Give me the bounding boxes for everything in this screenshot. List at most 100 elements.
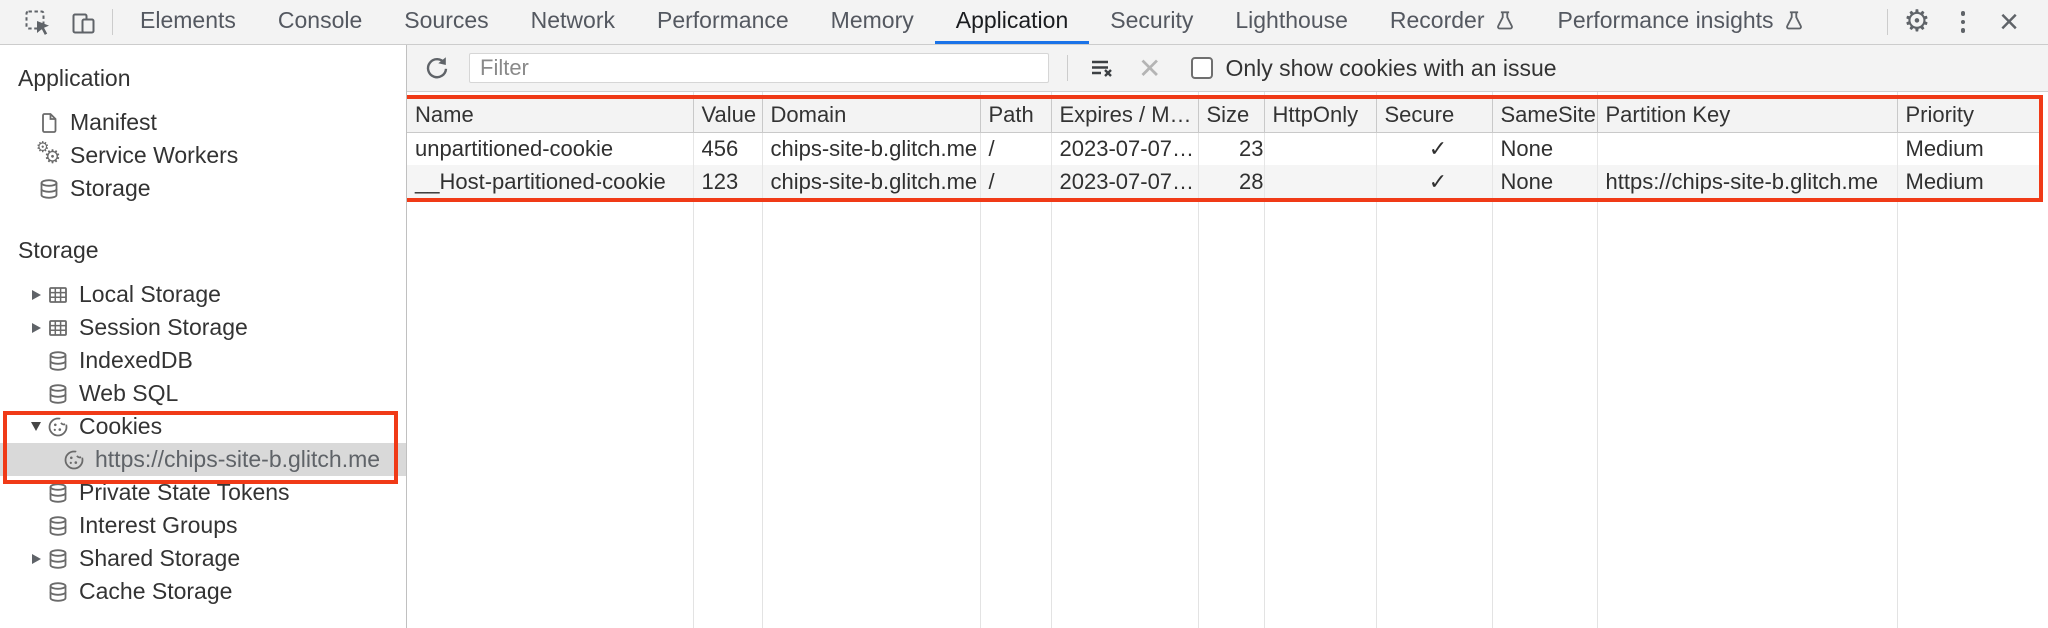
cell-priority: Medium [1897,165,2039,198]
cell-expires: 2023-07-07… [1051,165,1199,198]
sidebar-item-manifest[interactable]: Manifest [0,106,406,139]
experiment-flask-icon [1783,9,1805,33]
cell-priority: Medium [1905,135,1984,161]
column-header-secure[interactable]: Secure [1376,99,1493,133]
refresh-icon[interactable] [417,48,457,88]
sidebar-item-label: Service Workers [70,142,239,168]
tab-sources[interactable]: Sources [404,7,489,33]
cell-domain: chips-site-b.glitch.me [762,132,981,165]
cookies-grid-area: Name Value Domain Path Expires / M… Size… [407,92,2048,628]
sidebar-item-storage[interactable]: Storage [0,172,406,205]
sidebar-item-session-storage[interactable]: Session Storage [0,311,406,344]
grid-column-line [1376,92,1377,628]
column-header-expires[interactable]: Expires / M… [1051,99,1199,133]
sidebar-item-label: Manifest [70,109,157,135]
tab-lighthouse[interactable]: Lighthouse [1235,7,1348,33]
tab-network[interactable]: Network [530,7,615,33]
sidebar-item-label: Interest Groups [79,512,238,538]
sidebar-item-cache-storage[interactable]: Cache Storage [0,575,406,608]
cell-secure-checkmark: ✓ [1376,165,1493,198]
grid-column-line [1897,92,1898,628]
gears-icon: ⚙⚙ [36,138,62,168]
column-header-domain[interactable]: Domain [762,99,981,133]
column-header-httponly[interactable]: HttpOnly [1264,99,1377,133]
sidebar-item-indexeddb[interactable]: IndexedDB [0,344,406,377]
grid-column-line [980,92,981,628]
grid-column-line [1051,92,1052,628]
tab-application[interactable]: Application [934,0,1090,44]
section-title-application: Application [18,65,131,91]
clear-filter-icon[interactable] [1082,48,1122,88]
device-toolbar-icon[interactable] [60,0,106,44]
sidebar-item-cookies[interactable]: Cookies [0,410,406,443]
cookie-icon [46,415,70,439]
cell-partition-key [1597,132,1898,165]
document-icon [37,111,61,135]
sidebar-item-label: Local Storage [79,281,221,307]
database-icon [46,547,70,571]
tab-recorder[interactable]: Recorder [1369,0,1537,44]
cell-expires: 2023-07-07… [1051,132,1199,165]
database-icon [37,177,61,201]
clear-icon[interactable]: ✕ [1138,52,1162,84]
tab-memory[interactable]: Memory [830,7,914,33]
sidebar-item-label: Shared Storage [79,545,241,571]
issue-filter-checkbox[interactable] [1191,57,1214,79]
cell-samesite: None [1492,165,1598,198]
settings-gear-icon[interactable]: ⚙ [1903,5,1931,38]
cookies-pane: ✕ Only show cookies with an issue [407,45,2048,628]
sidebar-item-label: https://chips-site-b.glitch.me [95,446,381,472]
column-header-name[interactable]: Name [407,99,694,133]
cookie-row-unpartitioned[interactable]: unpartitioned-cookie 456 chips-site-b.gl… [407,132,2039,165]
cell-name: unpartitioned-cookie [407,132,694,165]
devtools-tabbar: Elements Console Sources Network Perform… [0,0,2048,45]
tab-security[interactable]: Security [1110,7,1194,33]
column-header-path[interactable]: Path [980,99,1052,133]
tab-elements[interactable]: Elements [140,7,236,33]
grid-column-line [693,92,694,628]
expander-expanded-icon[interactable] [26,422,46,431]
tabbar-divider [112,9,113,35]
close-devtools-icon[interactable]: × [1999,3,2019,41]
cell-path: / [980,132,1052,165]
column-header-partition-key[interactable]: Partition Key [1597,99,1898,133]
cell-value: 123 [693,165,763,198]
cell-size: 23 [1198,132,1265,165]
sidebar-item-label: Cookies [79,413,163,439]
expander-collapsed-icon[interactable] [26,553,46,564]
column-header-samesite[interactable]: SameSite [1492,99,1598,133]
sidebar-item-shared-storage[interactable]: Shared Storage [0,542,406,575]
tab-console[interactable]: Console [277,7,363,33]
cell-httponly [1264,132,1377,165]
sidebar-item-service-workers[interactable]: ⚙⚙ Service Workers [0,139,406,172]
sidebar-item-label: Web SQL [79,380,179,406]
sidebar-item-interest-groups[interactable]: Interest Groups [0,509,406,542]
sidebar-item-web-sql[interactable]: Web SQL [0,377,406,410]
expander-collapsed-icon[interactable] [26,322,46,333]
grid-column-line [1597,92,1598,628]
tab-performance[interactable]: Performance [657,7,789,33]
column-header-priority[interactable]: Priority [1897,99,2039,133]
tabbar-divider [1887,9,1888,35]
sidebar-item-local-storage[interactable]: Local Storage [0,278,406,311]
toolbar-divider [1067,55,1068,81]
expander-collapsed-icon[interactable] [26,289,46,300]
more-options-kebab-icon[interactable] [1940,0,1986,44]
column-header-size[interactable]: Size [1198,99,1265,133]
issue-filter-label[interactable]: Only show cookies with an issue [1225,54,1557,81]
sidebar-item-private-state-tokens[interactable]: Private State Tokens [0,476,406,509]
cell-domain: chips-site-b.glitch.me [762,165,981,198]
cookie-row-host-partitioned[interactable]: __Host-partitioned-cookie 123 chips-site… [407,165,2039,198]
grid-column-line [1198,92,1199,628]
table-icon [46,283,70,307]
filter-input[interactable] [469,53,1049,83]
inspect-element-icon[interactable] [14,0,60,44]
cell-secure-checkmark: ✓ [1376,132,1493,165]
sidebar-item-label: Cache Storage [79,578,233,604]
panel-tabs: Elements Console Sources Network Perform… [119,0,1826,44]
column-header-value[interactable]: Value [693,99,763,133]
tab-performance-insights[interactable]: Performance insights [1537,0,1826,44]
database-icon [46,514,70,538]
sidebar-item-cookies-origin[interactable]: https://chips-site-b.glitch.me [0,443,406,476]
database-icon [46,481,70,505]
